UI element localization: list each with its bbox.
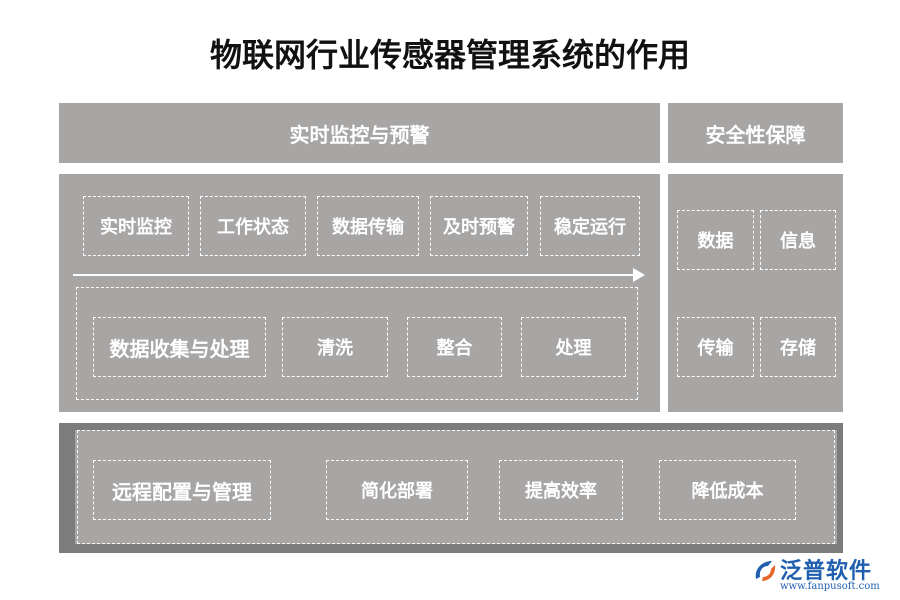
realtime-item: 工作状态: [200, 196, 306, 256]
security-panel: [668, 174, 843, 412]
process-item: 处理: [521, 317, 626, 377]
realtime-item: 稳定运行: [540, 196, 640, 256]
security-item: 数据: [677, 210, 754, 270]
realtime-item: 数据传输: [317, 196, 419, 256]
realtime-item: 及时预警: [430, 196, 528, 256]
security-header-label: 安全性保障: [705, 122, 806, 147]
process-item: 清洗: [282, 317, 388, 377]
process-group-outline: [76, 287, 638, 400]
remote-group-outline: [77, 430, 835, 544]
security-item: 信息: [760, 210, 836, 270]
remote-panel: [75, 430, 837, 544]
remote-item: 简化部署: [326, 460, 468, 520]
brand-url: www.fanpusoft.com: [780, 581, 880, 592]
page-title: 物联网行业传感器管理系统的作用: [209, 36, 690, 74]
security-item: 存储: [760, 317, 836, 377]
remote-item-main: 远程配置与管理: [93, 460, 271, 520]
remote-item: 提高效率: [499, 460, 623, 520]
flow-arrow: [73, 268, 645, 282]
process-item-main: 数据收集与处理: [93, 317, 266, 377]
realtime-panel: [59, 174, 660, 412]
realtime-header-label: 实时监控与预警: [289, 122, 430, 147]
security-header: 安全性保障: [668, 103, 843, 163]
brand-name: 泛普软件: [780, 559, 873, 584]
realtime-header: 实时监控与预警: [59, 103, 660, 163]
realtime-item: 实时监控: [83, 196, 189, 256]
brand-icon: [755, 561, 776, 581]
security-item: 传输: [677, 317, 754, 377]
process-item: 整合: [407, 317, 502, 377]
brand-logo: 泛普软件 www.fanpusoft.com: [750, 553, 890, 597]
remote-item: 降低成本: [659, 460, 796, 520]
